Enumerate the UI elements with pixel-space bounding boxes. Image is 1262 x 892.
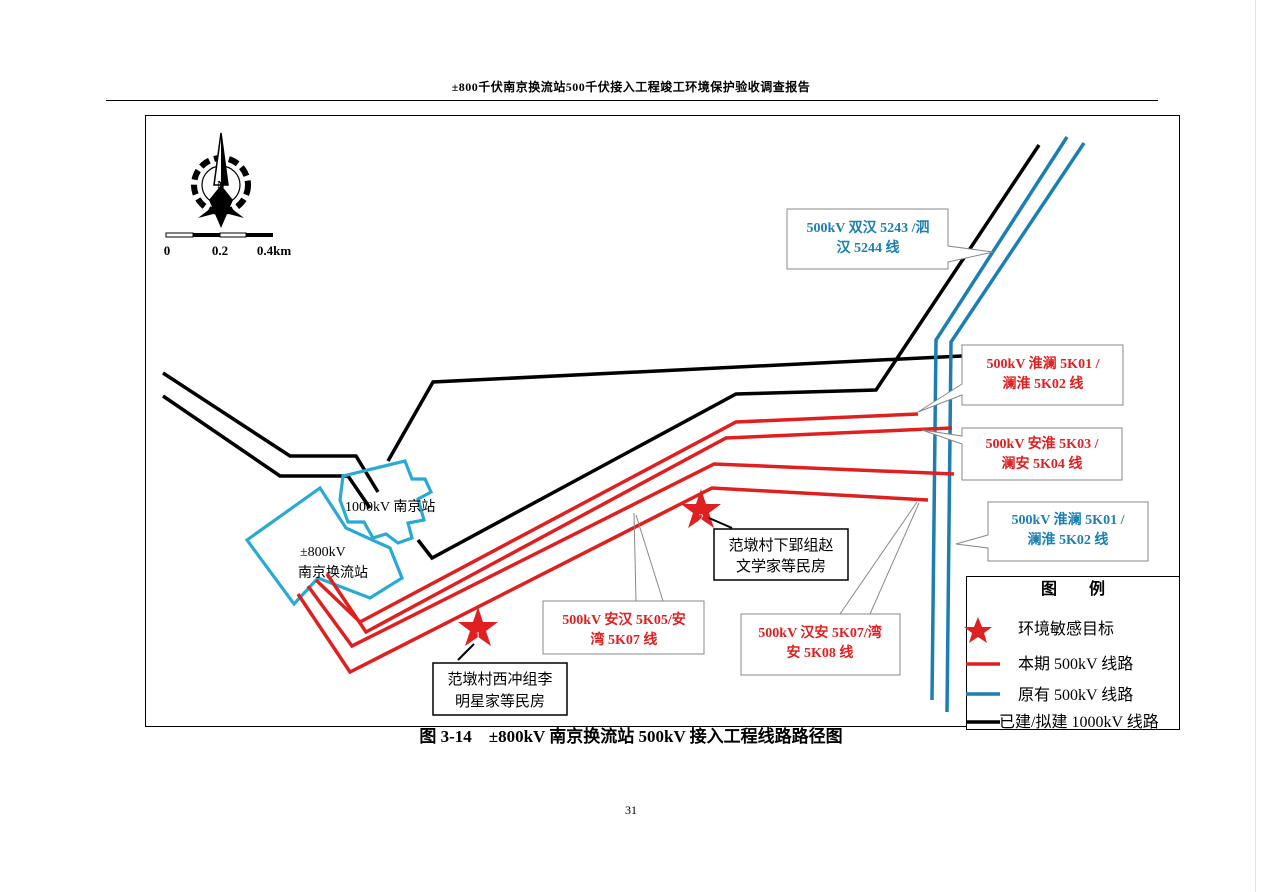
label-huailan-old-line1: 500kV 淮澜 5K01 / <box>1012 511 1126 528</box>
header-rule <box>106 100 1158 101</box>
target-box-1-line2: 明星家等民房 <box>455 692 545 710</box>
target-box-2: 范墩村下郢组赵 文学家等民房 <box>713 528 849 581</box>
label-anhan: 500kV 安汉 5K05/安 湾 5K07 线 <box>542 512 705 655</box>
target-id-2: 2 <box>699 513 704 524</box>
line-hanan <box>296 486 929 675</box>
label-huailan-old-line2: 澜淮 5K02 线 <box>1028 531 1109 548</box>
label-anhuai-line1: 500kV 安淮 5K03 / <box>986 435 1100 452</box>
scale-label-0: 0 <box>164 243 171 258</box>
page-number: 31 <box>625 803 637 817</box>
label-huailan-old: 500kV 淮澜 5K01 / 澜淮 5K02 线 <box>955 501 1149 562</box>
line-1000kv-b <box>162 371 380 493</box>
converter-station-label-2: 南京换流站 <box>298 564 368 581</box>
scale-label-04: 0.4km <box>257 243 291 258</box>
label-huailan-new: 500kV 淮澜 5K01 / 澜淮 5K02 线 <box>917 344 1124 413</box>
label-hanan: 500kV 汉安 5K07/湾 安 5K08 线 <box>740 501 920 676</box>
stations <box>244 459 434 607</box>
sensitive-target-2: 2 <box>681 489 733 529</box>
target-box-1-line1: 范墩村西冲组李 <box>447 671 552 688</box>
lines-new-500kv <box>296 412 955 675</box>
legend-star-icon <box>964 617 992 643</box>
legend-item-sensitive: 环境敏感目标 <box>1018 619 1114 638</box>
station-1000kv-outline <box>338 459 434 545</box>
line-1000kv-c <box>162 394 372 509</box>
legend-item-new: 本期 500kV 线路 <box>1018 655 1133 673</box>
legend-title: 图 例 <box>1041 579 1105 598</box>
compass-north-label: N <box>217 180 225 191</box>
label-anhuai-line2: 澜安 5K04 线 <box>1002 455 1083 472</box>
label-anhan-line1: 500kV 安汉 5K05/安 <box>562 611 685 628</box>
line-anhuai-b <box>306 462 955 649</box>
page-edge <box>1255 0 1256 892</box>
target-box-1: 范墩村西冲组李 明星家等民房 <box>432 662 568 716</box>
label-anhuai: 500kV 安淮 5K03 / 澜安 5K04 线 <box>921 427 1123 481</box>
label-huailan-new-line2: 澜淮 5K02 线 <box>1003 375 1084 392</box>
converter-station-label-1: ±800kV <box>300 545 346 560</box>
sensitive-target-1: 1 <box>457 607 498 661</box>
label-anhan-line2: 湾 5K07 线 <box>591 631 658 648</box>
line-shuanghan-a <box>930 136 1069 701</box>
lines-1000kv <box>162 144 1041 561</box>
converter-station-outline <box>244 485 404 607</box>
target-box-2-line1: 范墩村下郢组赵 <box>728 537 833 554</box>
label-shuanghan-line2: 汉 5244 线 <box>837 239 900 256</box>
station-1000kv-label: 1000kV 南京站 <box>345 499 435 515</box>
legend-item-1000kv: 已建/拟建 1000kV 线路 <box>999 713 1159 731</box>
label-hanan-line2: 安 5K08 线 <box>787 644 854 661</box>
label-hanan-line1: 500kV 汉安 5K07/湾 <box>758 624 881 641</box>
label-shuanghan-line1: 500kV 双汉 5243 /泗 <box>806 219 929 236</box>
label-shuanghan: 500kV 双汉 5243 /泗 汉 5244 线 <box>786 208 994 270</box>
legend-item-existing: 原有 500kV 线路 <box>1018 686 1133 704</box>
report-header: ±800千伏南京换流站500千伏接入工程竣工环境保护验收调查报告 <box>451 80 811 94</box>
target-box-2-line2: 文学家等民房 <box>736 557 826 575</box>
label-huailan-new-line1: 500kV 淮澜 5K01 / <box>987 355 1101 372</box>
line-anhuai-a <box>325 426 953 635</box>
north-arrow-icon: N <box>191 132 251 228</box>
line-1000kv-a <box>416 144 1041 561</box>
scale-label-02: 0.2 <box>212 243 228 258</box>
figure-caption: 图 3-14 ±800kV 南京换流站 500kV 接入工程线路路径图 <box>419 727 843 746</box>
legend: 图 例 环境敏感目标 本期 500kV 线路 原有 500kV 线路 已建/拟建… <box>964 576 1180 731</box>
scale-bar: 0 0.2 0.4km <box>164 232 291 258</box>
star-icon <box>458 607 498 646</box>
map-frame <box>145 115 1180 727</box>
line-shuanghan-b <box>945 142 1086 713</box>
target-id-1: 1 <box>476 631 481 642</box>
star-icon <box>681 489 721 528</box>
line-huailan-new <box>314 412 919 625</box>
lines-existing-500kv <box>930 136 1086 713</box>
line-1000kv-d <box>386 354 963 462</box>
